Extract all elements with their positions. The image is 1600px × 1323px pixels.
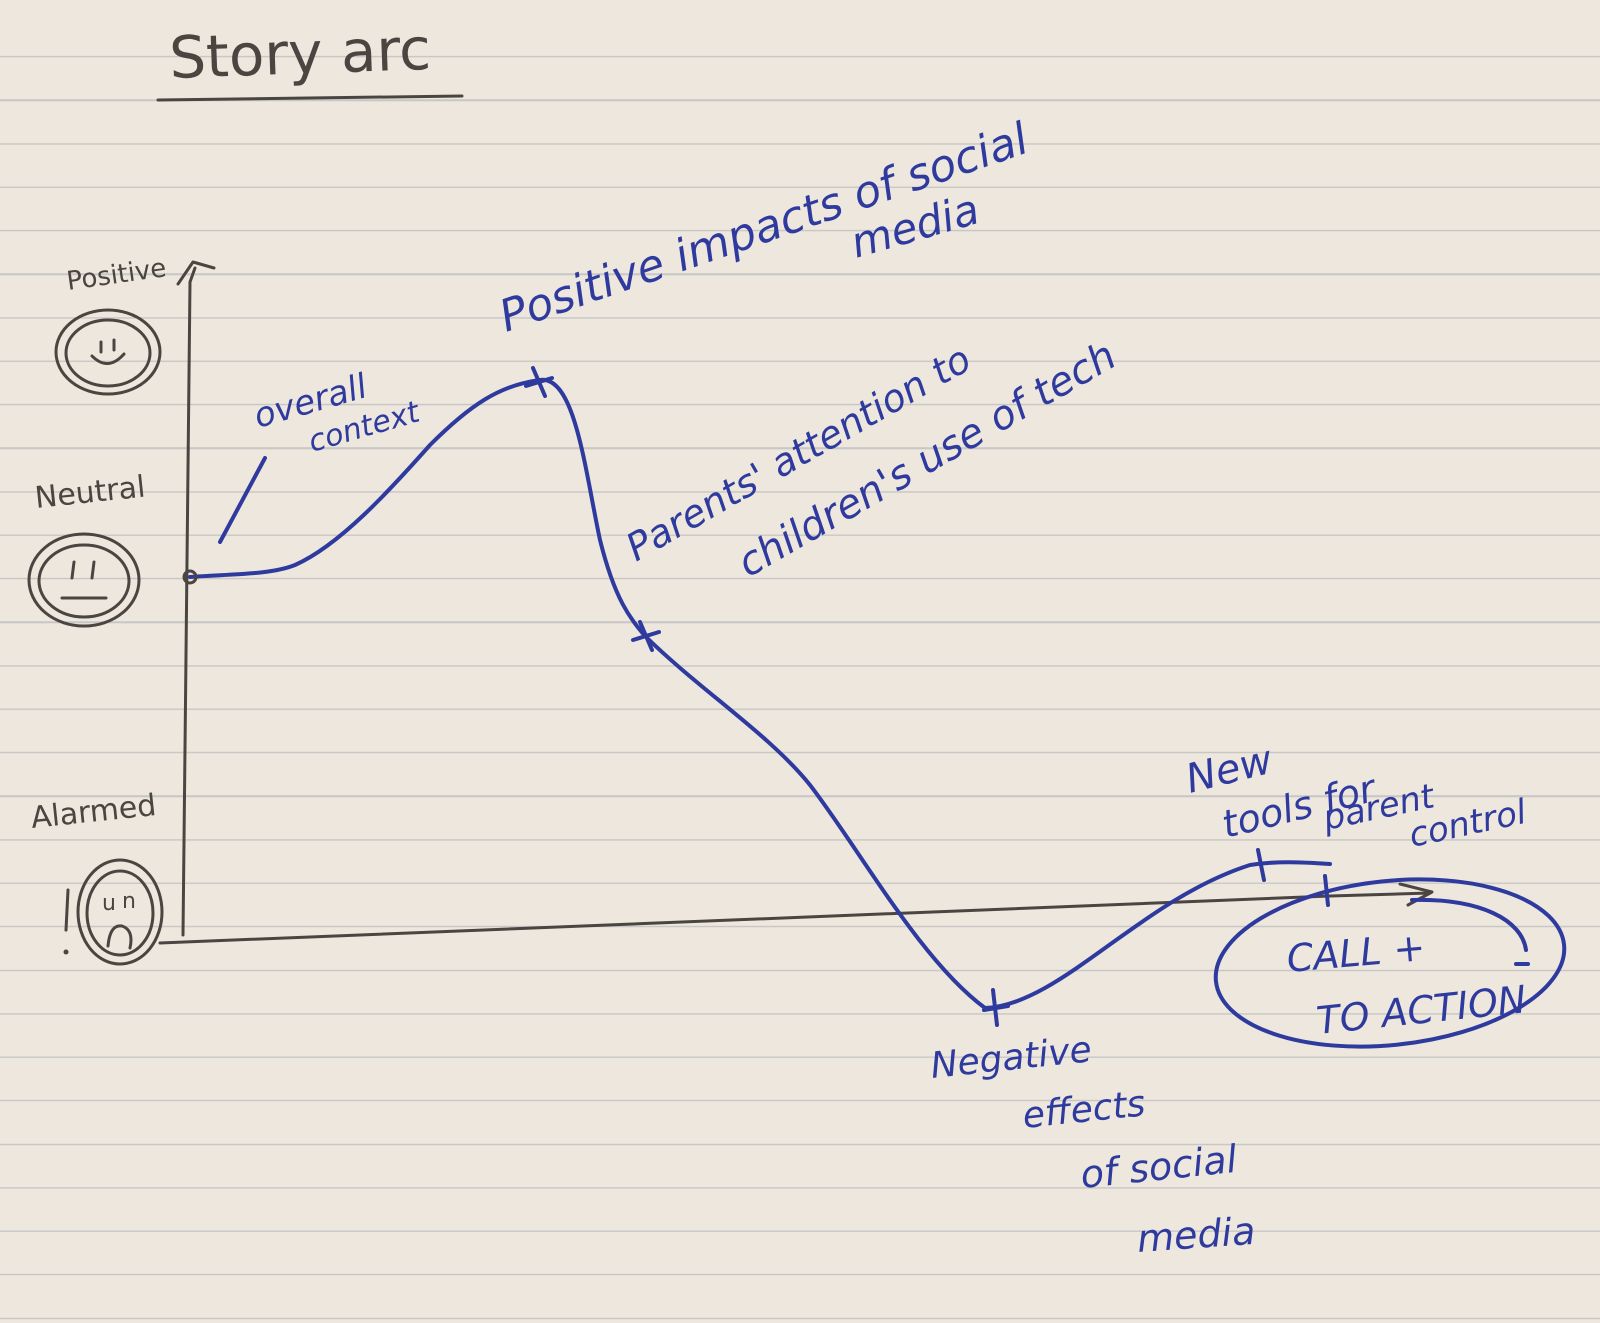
call-to-action-line1: CALL + (1285, 925, 1427, 981)
axis-label-positive: Positive (65, 253, 168, 297)
y-axis (176, 260, 216, 937)
annotation-negative-effects-line3: of social (1078, 1137, 1239, 1197)
happy-face-icon (54, 308, 162, 396)
call-to-action-line2: TO ACTION (1314, 977, 1528, 1043)
overall-context-pointer (218, 456, 267, 544)
axis-label-neutral: Neutral (33, 470, 147, 516)
story-arc-curve (182, 377, 1332, 1010)
title-underline (156, 94, 464, 102)
svg-text:u: u (102, 891, 116, 916)
x-axis-line (158, 894, 1332, 945)
axis-label-alarmed: Alarmed (29, 788, 158, 836)
annotation-negative-effects-line4: media (1136, 1209, 1257, 1261)
x-axis-extension (1328, 891, 1432, 898)
annotation-negative-effects-line2: effects (1021, 1083, 1148, 1137)
annotation-negative-effects-line1: Negative (929, 1029, 1094, 1087)
call-to-action-bubble (1213, 877, 1567, 1049)
alarmed-face-icon: u n (63, 858, 164, 966)
neutral-face-icon (27, 532, 141, 628)
svg-text:n: n (122, 889, 136, 914)
diagram-title: Story arc (168, 15, 432, 92)
